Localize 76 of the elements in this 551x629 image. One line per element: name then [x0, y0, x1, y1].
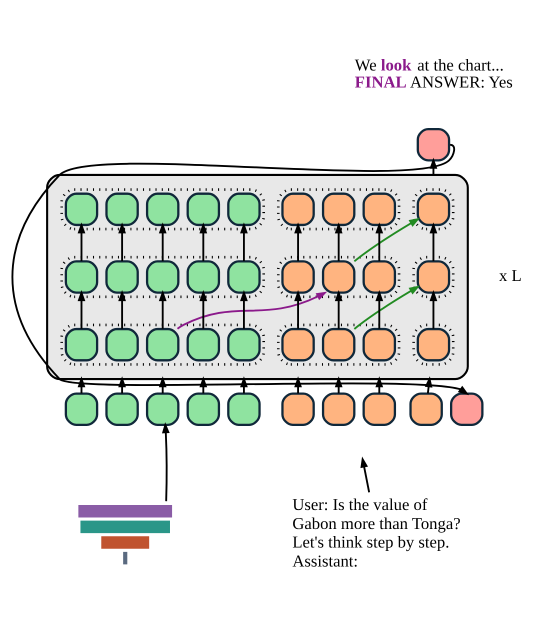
- cluster: [276, 188, 400, 230]
- node-box: [281, 392, 315, 426]
- cluster: [276, 323, 400, 366]
- arrow: [118, 290, 126, 328]
- cluster: [60, 323, 266, 366]
- node-box: [227, 392, 261, 426]
- node-box: [362, 260, 396, 294]
- node-box: [64, 392, 98, 426]
- node-box: [186, 192, 220, 226]
- node-box: [146, 192, 180, 226]
- label: x L: [499, 265, 522, 284]
- node-box: [322, 192, 356, 226]
- node-box: [186, 392, 220, 426]
- node-box: [362, 192, 396, 226]
- node-box: [227, 192, 261, 226]
- arrow: [118, 376, 126, 393]
- arrow: [240, 376, 248, 393]
- node-box: [64, 192, 98, 226]
- arrow: [334, 290, 343, 328]
- node-box: [281, 260, 315, 294]
- node-box: [146, 392, 180, 426]
- arrow: [240, 290, 248, 328]
- arrow: [176, 291, 328, 329]
- node-box: [322, 392, 356, 426]
- label: We look at the chart... FINAL ANSWER: Yes: [354, 55, 513, 91]
- arrow: [375, 290, 384, 328]
- arrow: [294, 376, 302, 393]
- cluster: [276, 255, 400, 298]
- arrow: [78, 376, 86, 393]
- node-box: [146, 260, 180, 294]
- arrow: [360, 456, 370, 492]
- node-box: [281, 327, 315, 361]
- arrow: [430, 290, 438, 328]
- node-box: [362, 392, 396, 426]
- arrow: [78, 222, 86, 261]
- node-box: [186, 260, 220, 294]
- node-box: [64, 327, 98, 361]
- node-box: [227, 327, 261, 361]
- node-text: User: Is the value of Gabon more than Tonga? Let's think step by step. Assistant:: [292, 494, 461, 570]
- node-box: [105, 260, 139, 294]
- arrow: [118, 222, 126, 261]
- arrow: [240, 222, 248, 261]
- node-box: [105, 327, 139, 361]
- arrow: [199, 290, 208, 328]
- node-box: [281, 192, 315, 226]
- node-box: [186, 327, 220, 361]
- arrow: [199, 222, 208, 261]
- arrow: [334, 222, 343, 261]
- node-box: [146, 327, 180, 361]
- node-box: [416, 128, 450, 162]
- arrow: [162, 422, 170, 501]
- arrow: [199, 376, 208, 393]
- arrow: [334, 376, 343, 393]
- arrow: [430, 157, 438, 174]
- arrow: [294, 222, 302, 261]
- node-box: [105, 392, 139, 426]
- arrow: [294, 290, 302, 328]
- cluster: [60, 188, 266, 230]
- arrow: [424, 376, 432, 393]
- node-box: [64, 260, 98, 294]
- arrow: [158, 290, 167, 328]
- arrow: [158, 222, 167, 261]
- node-box: [362, 327, 396, 361]
- arrow: [354, 285, 420, 330]
- arrow: [354, 217, 420, 262]
- cluster: [60, 255, 266, 298]
- arrow: [375, 222, 384, 261]
- node-box: [450, 392, 484, 426]
- arrow: [430, 222, 438, 261]
- node-box: [322, 260, 356, 294]
- arrow: [78, 290, 86, 328]
- node-box: [105, 192, 139, 226]
- node-box: [322, 327, 356, 361]
- node-box: [409, 392, 443, 426]
- node-box: [227, 260, 261, 294]
- cluster: [46, 173, 469, 380]
